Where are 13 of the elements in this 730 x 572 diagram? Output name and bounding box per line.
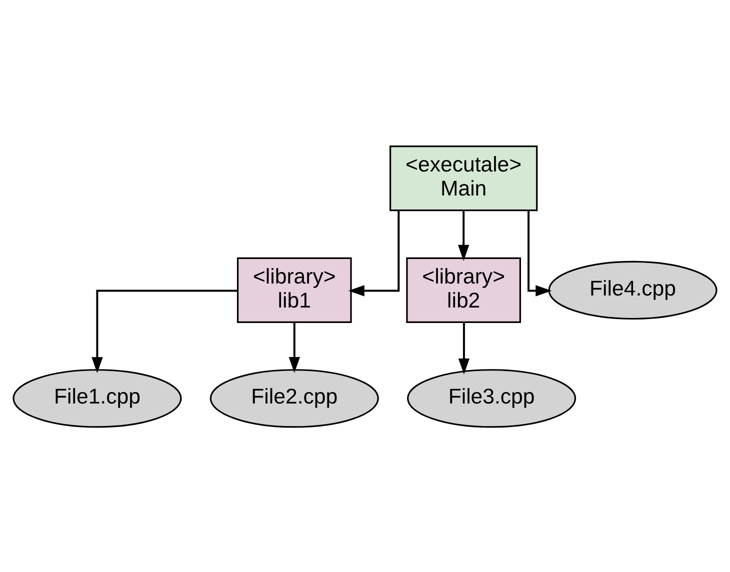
node-ellipse: File1.cpp <box>12 368 182 428</box>
node-box: <executale> Main <box>390 145 538 211</box>
arrow <box>528 210 552 296</box>
node-ellipse: File2.cpp <box>210 368 379 428</box>
node-box: <library> lib1 <box>236 256 352 322</box>
node-ellipse: File3.cpp <box>407 368 576 428</box>
node-ellipse: File4.cpp <box>548 260 718 320</box>
arrow <box>458 210 470 260</box>
arrow <box>92 289 238 373</box>
arrow <box>348 210 400 296</box>
arrow <box>288 322 300 373</box>
arrow <box>458 322 470 374</box>
node-box: <library> lib2 <box>406 256 521 322</box>
